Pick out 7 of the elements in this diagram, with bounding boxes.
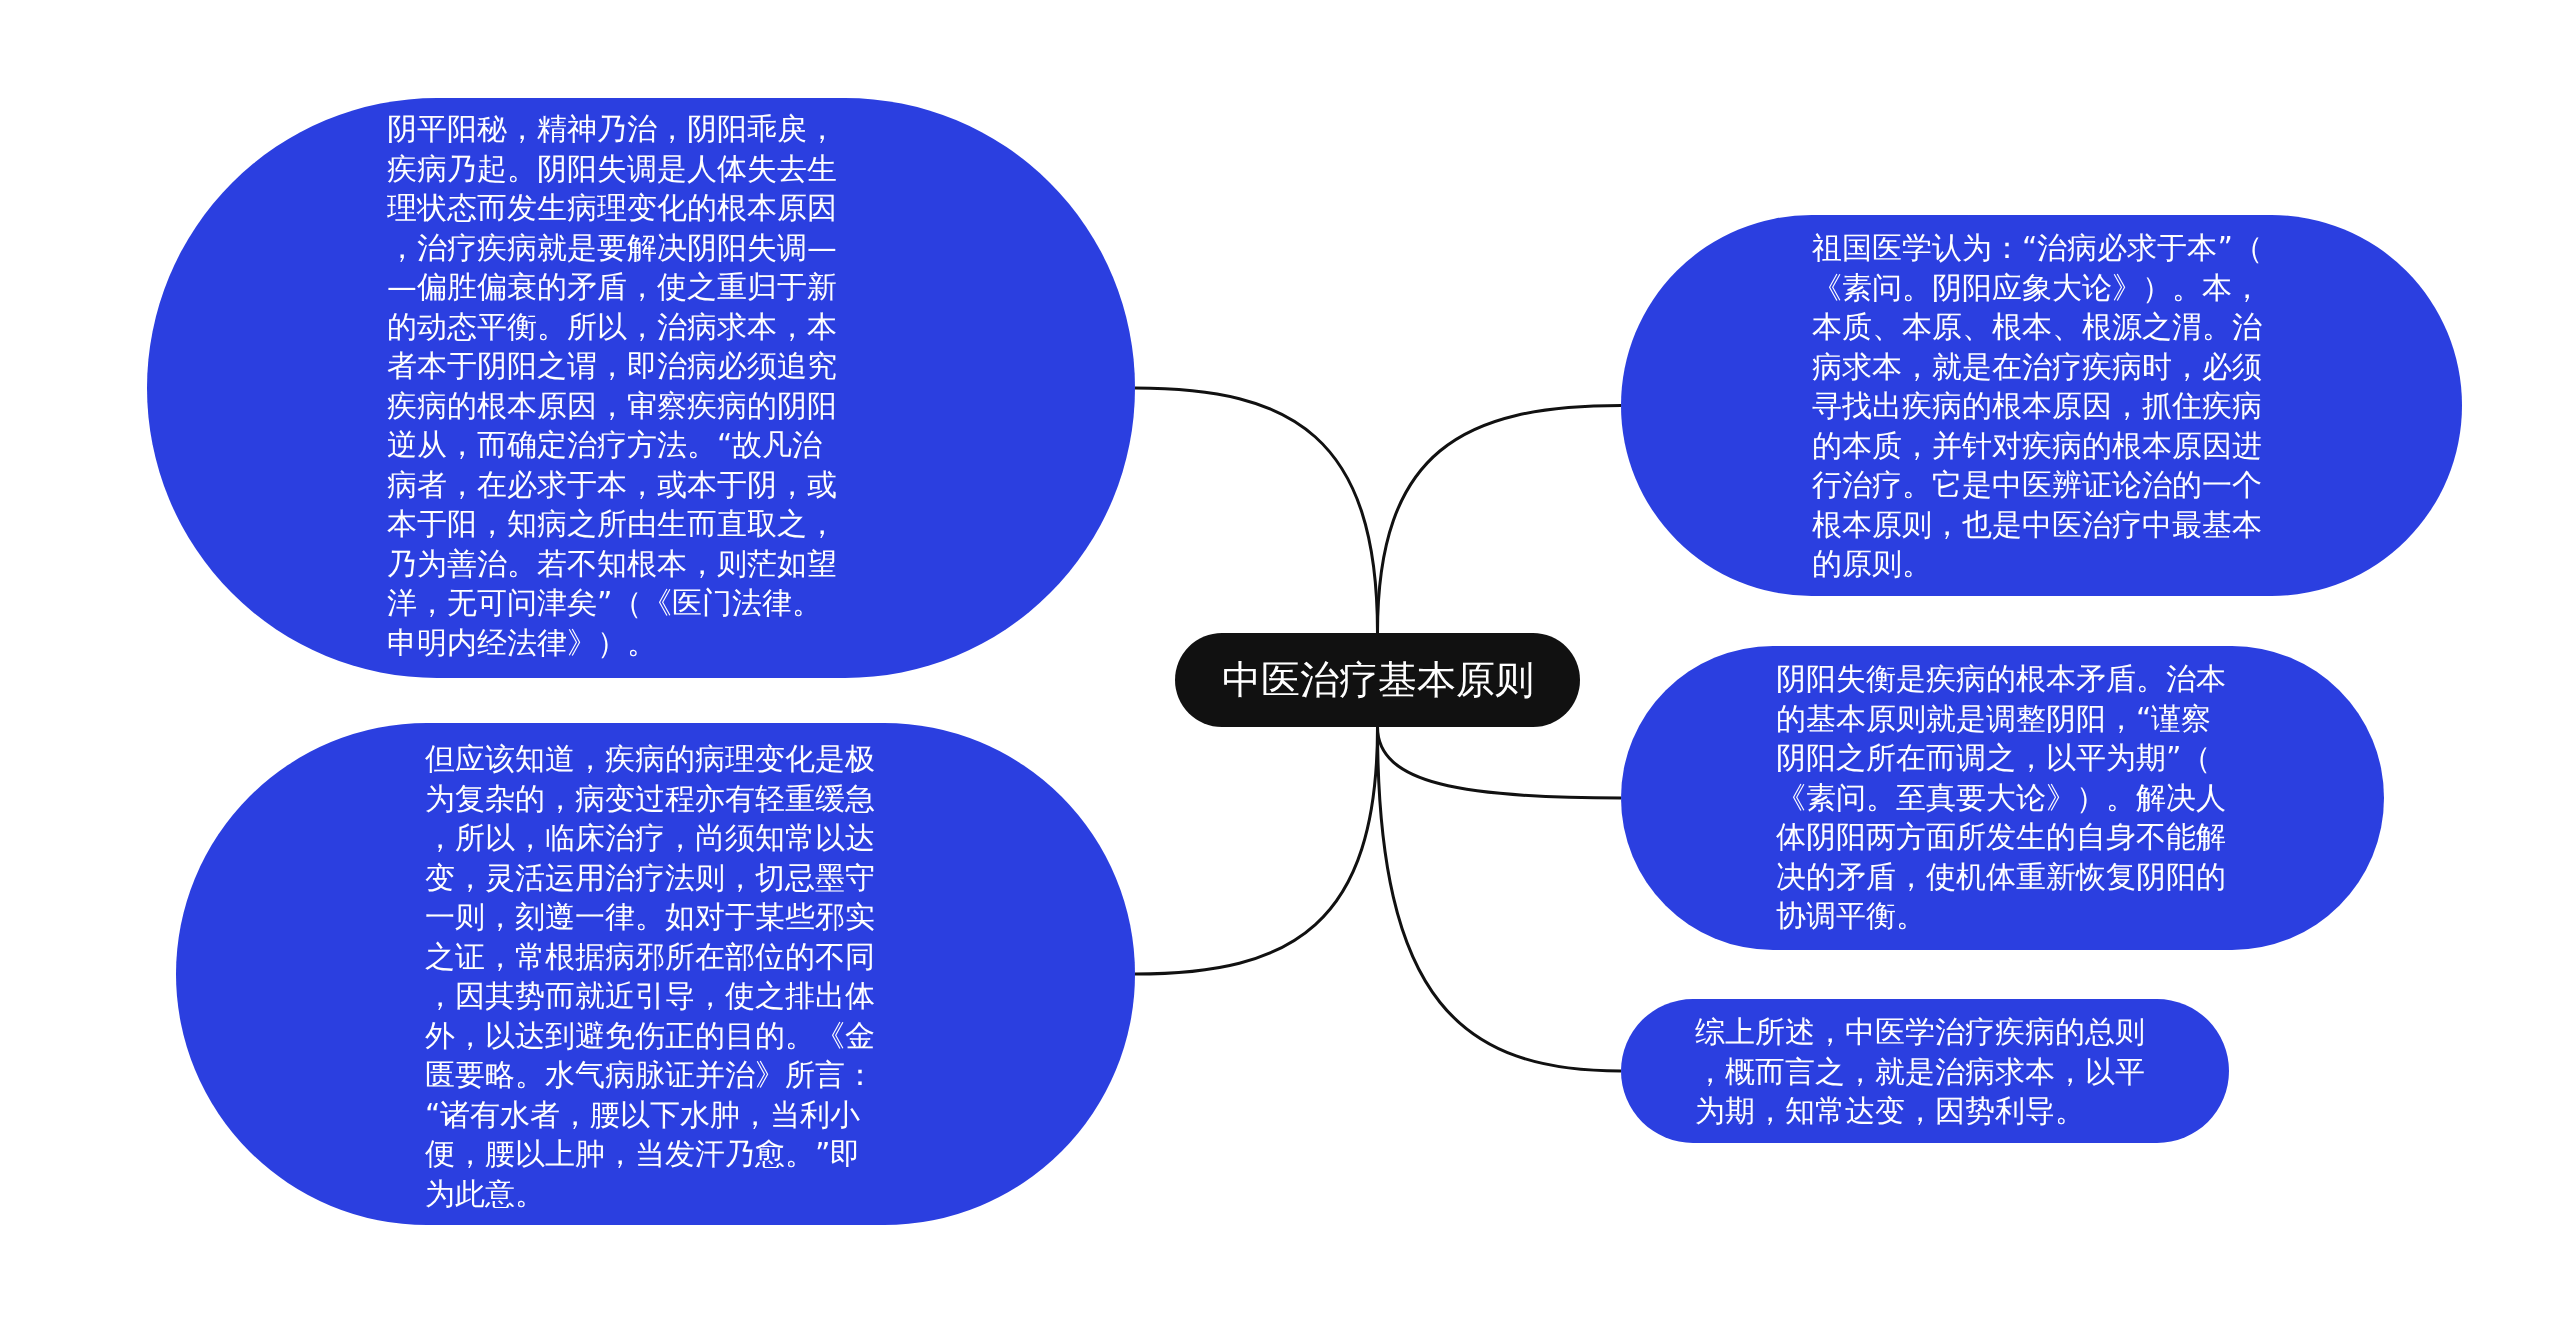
topic-text: 阴平阳秘，精神乃治，阴阳乖戾，疾病乃起。阴阳失调是人体失去生理状态而发生病理变化的根本原因，治疗疾病就是要解决阴阳失调——偏胜偏衰的矛盾，使之重归于新的动态平衡。所以，治病求本，本者本于阴阳之谓，即治病必须追究疾病的根本原因，审察疾病的阴阳逆从，而确定治疗方法。“故凡治病者，在必求于本，或本于阴，或本于阳，知病之所由生而直取之，乃为善治。若不知根本，则茫如望洋，无可问津矣”（《医门法律。申明内经法律》）。 [387, 110, 838, 662]
topic-text: 阴阳失衡是疾病的根本矛盾。治本的基本原则就是调整阴阳，“谨察阴阳之所在而调之，以平为期”（《素问。至真要大论》）。解决人体阴阳两方面所发生的自身不能解决的矛盾，使机体重新恢复阴阳的协调平衡。 [1776, 660, 2227, 935]
connector-curve [1376, 404, 1622, 634]
topic-text: 但应该知道，疾病的病理变化是极为复杂的，病变过程亦有轻重缓急，所以，临床治疗，尚须知常以达变，灵活运用治疗法则，切忌墨守一则，刻遵一律。如对于某些邪实之证，常根据病邪所在部位的不同，因其势而就近引导，使之排出体外，以达到避免伤正的目的。《金匮要略。水气病脉证并治》所言：“诸有水者，腰以下水肿，当利小便，腰以上肿，当发汗乃愈。”即为此意。 [425, 740, 876, 1213]
topic-text: 综上所述，中医学治疗疾病的总则，概而言之，就是治病求本，以平为期，知常达变，因势利导。 [1695, 1013, 2146, 1130]
topic-text: 祖国医学认为：“治病必求于本”（《素问。阴阳应象大论》）。本，本质、本原、根本、根源之渭。治病求本，就是在治疗疾病时，必须寻找出疾病的根本原因，抓住疾病的本质，并针对疾病的根本原因进行治疗。它是中医辨证论治的一个根本原则，也是中医治疗中最基本的原则。 [1812, 229, 2264, 583]
central-topic-text: 中医治疗基本原则 [1222, 657, 1534, 703]
